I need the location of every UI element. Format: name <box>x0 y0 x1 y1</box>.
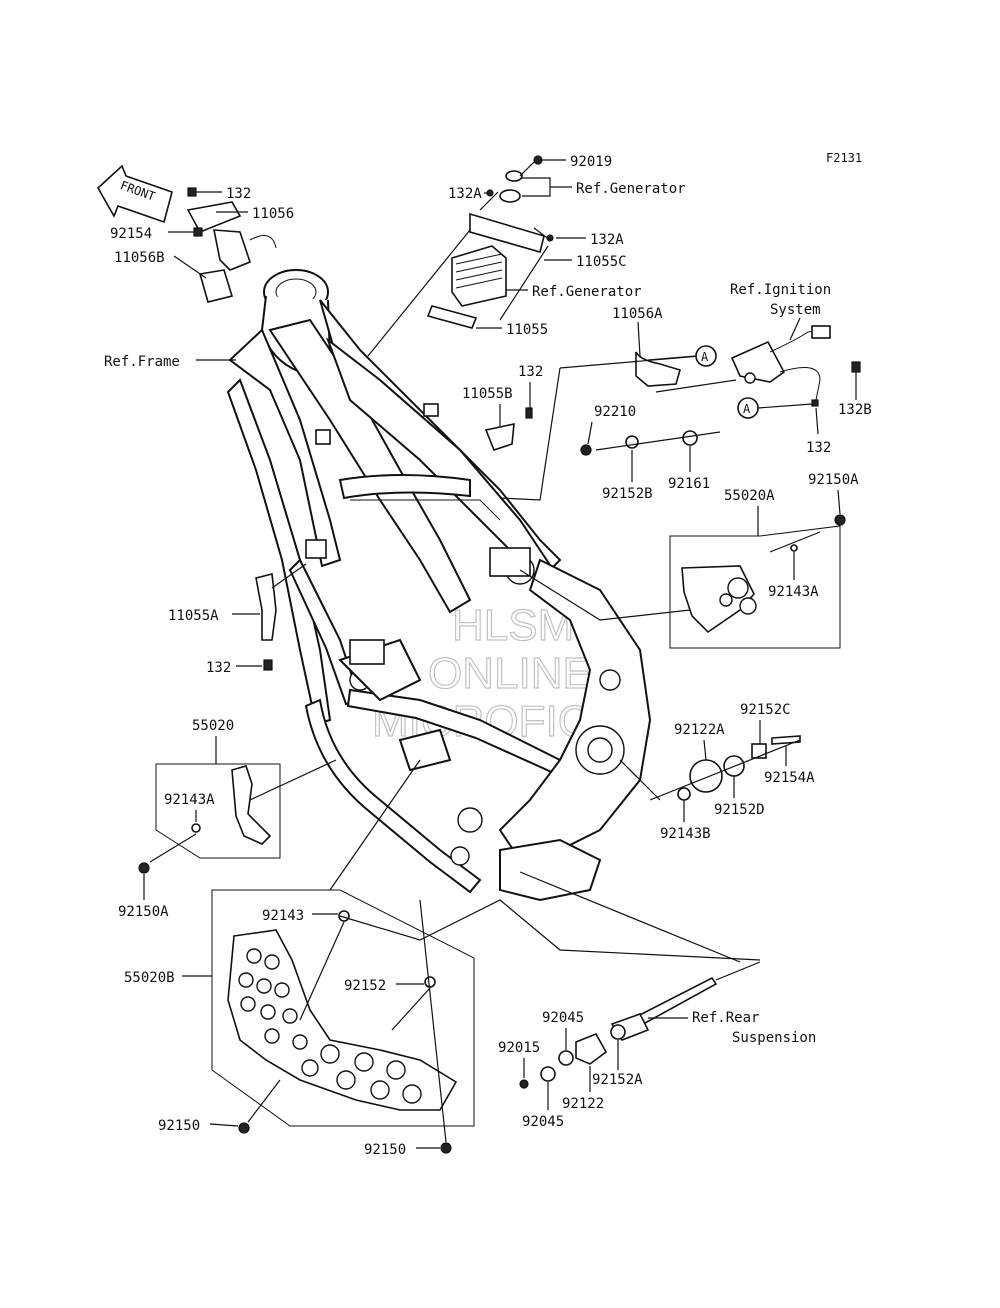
label-132b: 132B <box>838 402 872 418</box>
collar-group-92122a <box>619 735 801 801</box>
ignition-system-group <box>499 325 861 501</box>
label-92143a-left: 92143A <box>164 792 215 808</box>
label-132a-right: 132A <box>590 232 624 248</box>
label-55020b: 55020B <box>124 970 175 986</box>
figure-code: F2131 <box>826 151 862 165</box>
label-92154a: 92154A <box>764 770 815 786</box>
label-132-mid: 132 <box>518 364 543 380</box>
label-11055: 11055 <box>506 322 548 338</box>
label-92143a-right: 92143A <box>768 584 819 600</box>
part-labels: 132 11056 92154 11056B Ref.Frame 92019 1… <box>104 154 872 1158</box>
label-92045-top: 92045 <box>542 1010 584 1026</box>
motorcycle-frame <box>226 269 652 902</box>
label-55020a: 55020A <box>724 488 775 504</box>
skid-plate-holes <box>238 948 422 1104</box>
svg-text:A: A <box>701 350 709 364</box>
front-arrow-icon: FRONT <box>96 164 173 224</box>
label-ref-frame: Ref.Frame <box>104 354 180 370</box>
label-92210: 92210 <box>594 404 636 420</box>
label-11056a: 11056A <box>612 306 663 322</box>
label-92152: 92152 <box>344 978 386 994</box>
label-132-left: 132 <box>206 660 231 676</box>
label-92143: 92143 <box>262 908 304 924</box>
label-132-top: 132 <box>226 186 251 202</box>
bracket-11055b <box>484 407 533 451</box>
label-ref-rear-2: Suspension <box>732 1030 816 1046</box>
label-92152a: 92152A <box>592 1072 643 1088</box>
label-ref-generator-1: Ref.Generator <box>576 181 686 197</box>
bracket-11055a <box>255 563 307 671</box>
svg-text:ONLINE: ONLINE <box>428 649 592 698</box>
svg-text:A: A <box>743 402 751 416</box>
label-92122: 92122 <box>562 1096 604 1112</box>
ref-marker-a-bottom: A <box>737 397 813 419</box>
label-92152c: 92152C <box>740 702 791 718</box>
label-11055b: 11055B <box>462 386 513 402</box>
label-92045-bottom: 92045 <box>522 1114 564 1130</box>
label-ref-ignition-2: System <box>770 302 821 318</box>
label-92161: 92161 <box>668 476 710 492</box>
ignition-coil-group <box>367 155 554 357</box>
ref-marker-a-top: A <box>647 345 717 367</box>
label-11055a: 11055A <box>168 608 219 624</box>
label-92019: 92019 <box>570 154 612 170</box>
label-55020: 55020 <box>192 718 234 734</box>
label-11055c: 11055C <box>576 254 627 270</box>
label-92152b: 92152B <box>602 486 653 502</box>
label-92150-left: 92150 <box>158 1118 200 1134</box>
guard-55020a <box>519 514 846 649</box>
label-92150a-left: 92150A <box>118 904 169 920</box>
label-132-right: 132 <box>806 440 831 456</box>
label-ref-ignition-1: Ref.Ignition <box>730 282 831 298</box>
guard-55020 <box>138 759 337 874</box>
label-92015: 92015 <box>498 1040 540 1056</box>
label-92122a: 92122A <box>674 722 725 738</box>
label-92154: 92154 <box>110 226 152 242</box>
rear-suspension-group <box>519 871 761 1089</box>
label-92143b: 92143B <box>660 826 711 842</box>
skid-plate-55020b <box>211 759 761 1154</box>
label-92152d: 92152D <box>714 802 765 818</box>
collar-group-92210 <box>580 430 721 456</box>
label-ref-generator-2: Ref.Generator <box>532 284 642 300</box>
label-132a-top: 132A <box>448 186 482 202</box>
label-11056b: 11056B <box>114 250 165 266</box>
label-ref-rear-1: Ref.Rear <box>692 1010 759 1026</box>
label-11056: 11056 <box>252 206 294 222</box>
label-92150-bottom: 92150 <box>364 1142 406 1158</box>
label-92150a-right: 92150A <box>808 472 859 488</box>
headlight-bracket-group <box>186 187 277 303</box>
